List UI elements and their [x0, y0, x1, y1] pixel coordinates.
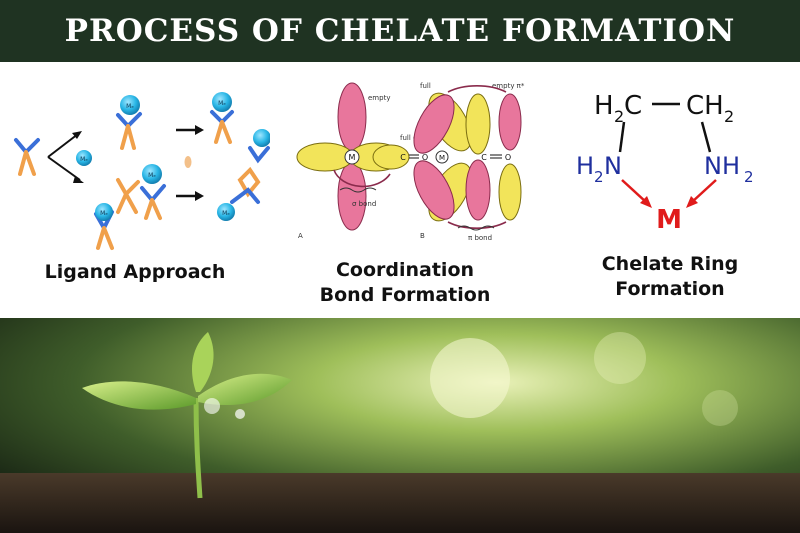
complex-top: Mₑ — [116, 95, 142, 150]
caption-chelate-line1: Chelate Ring — [601, 253, 739, 275]
panel-coordination-bond: M C O empty full σ σ bond A — [270, 62, 540, 318]
svg-text:NH: NH — [704, 152, 740, 180]
soil — [0, 473, 800, 533]
complex-middle: Mₑ — [116, 164, 166, 220]
svg-text:full: full — [420, 82, 431, 90]
orbital-diagram-a: M C O empty full σ σ bond A — [296, 82, 428, 240]
caption-coordination: Coordination Bond Formation — [270, 258, 540, 308]
metal-ion: Mₑ — [76, 150, 92, 166]
svg-text:O: O — [422, 153, 428, 162]
caption-coordination-line1: Coordination — [335, 259, 475, 281]
svg-text:empty π*: empty π* — [492, 82, 525, 90]
svg-text:Mₑ: Mₑ — [126, 103, 134, 110]
panel-chelate-ring: H 2 C CH 2 H 2 N NH 2 — [540, 62, 800, 318]
svg-text:full σ: full σ — [400, 134, 418, 142]
svg-text:empty: empty — [368, 94, 390, 102]
diagram-panels: Mₑ Mₑ Mₑ Mₑ — [0, 62, 800, 318]
svg-text:C: C — [481, 153, 487, 162]
caption-chelate-line2: Formation — [615, 278, 725, 300]
svg-text:C: C — [400, 153, 406, 162]
svg-text:A: A — [298, 232, 303, 240]
svg-text:π bond: π bond — [468, 234, 492, 242]
svg-text:N: N — [604, 152, 622, 180]
svg-text:B: B — [420, 232, 425, 240]
small-ion — [184, 156, 192, 168]
title-banner: PROCESS OF CHELATE FORMATION — [0, 0, 800, 62]
seedling-photo — [0, 318, 800, 533]
product-bottom: Mₑ — [217, 187, 260, 221]
svg-text:2: 2 — [594, 168, 604, 186]
chelate-ring-structure: H 2 C CH 2 H 2 N NH 2 — [576, 91, 754, 235]
svg-text:Mₑ: Mₑ — [148, 172, 156, 179]
caption-ligand-approach: Ligand Approach — [44, 261, 226, 283]
svg-text:σ bond: σ bond — [352, 200, 376, 208]
caption-chelate-ring: Chelate Ring Formation — [540, 252, 800, 302]
orbital-diagram-b: M C O full empty π* π bond B — [413, 82, 525, 242]
caption-coordination-line2: Bond Formation — [319, 284, 491, 306]
chelate-metal: M — [656, 205, 682, 235]
svg-text:O: O — [505, 153, 511, 162]
page-title: PROCESS OF CHELATE FORMATION — [64, 13, 736, 49]
chelate-formula: H 2 C CH 2 H 2 N NH 2 — [576, 91, 754, 235]
panel-ligand-approach: Mₑ Mₑ Mₑ Mₑ — [0, 62, 270, 318]
svg-text:CH: CH — [686, 91, 724, 121]
complex-bottom: Mₑ — [94, 203, 114, 250]
svg-text:Mₑ: Mₑ — [222, 210, 230, 217]
svg-text:M: M — [349, 153, 356, 162]
svg-text:M: M — [439, 154, 445, 162]
svg-text:Mₑ: Mₑ — [218, 100, 226, 107]
orbital-diagram: M C O empty full σ σ bond A — [296, 82, 525, 242]
svg-text:2: 2 — [614, 107, 624, 126]
product-middle — [237, 129, 270, 198]
ligand-approach-illustration: Mₑ Mₑ Mₑ Mₑ — [14, 92, 270, 250]
svg-text:Mₑ: Mₑ — [100, 210, 108, 217]
svg-text:H: H — [576, 152, 594, 180]
approach-arrows — [47, 131, 84, 183]
svg-text:2: 2 — [744, 168, 754, 186]
seedling — [82, 332, 292, 499]
svg-text:C: C — [624, 91, 642, 121]
svg-text:2: 2 — [724, 107, 734, 126]
svg-text:H: H — [594, 91, 614, 121]
free-ligand — [14, 138, 40, 176]
seedling-illustration — [0, 318, 800, 533]
product-top: Mₑ — [210, 92, 234, 144]
reaction-arrows — [176, 125, 204, 201]
svg-text:Mₑ: Mₑ — [80, 156, 88, 163]
